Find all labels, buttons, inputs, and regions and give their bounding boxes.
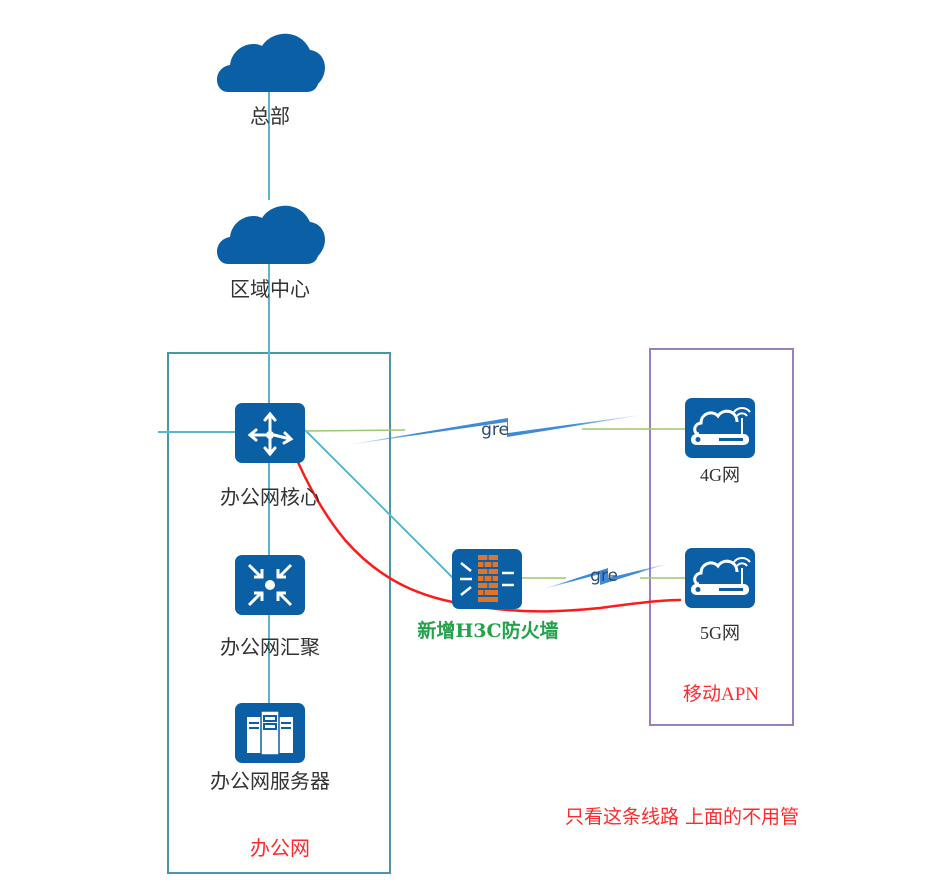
office-network-group-box	[167, 352, 391, 874]
gre-label-bottom: gre	[590, 566, 618, 586]
server-icon[interactable]	[235, 703, 305, 763]
node-label-office-aggregation: 办公网汇聚	[220, 635, 320, 659]
link-core-firewall	[304, 429, 454, 579]
node-label-firewall: 新增H3C防火墙	[417, 620, 559, 642]
group-label-mobile-apn: 移动APN	[682, 684, 760, 705]
node-label-office-core: 办公网核心	[220, 485, 320, 509]
core-router-icon[interactable]	[235, 403, 305, 463]
node-label-headquarters: 总部	[250, 104, 290, 128]
gre-label-top: gre	[481, 420, 509, 440]
aggregation-switch-icon[interactable]	[235, 555, 305, 615]
gre-tunnel-top-bolt	[340, 414, 648, 446]
wireless-router-icon[interactable]	[685, 548, 755, 608]
cloud-icon	[217, 33, 325, 92]
wireless-router-icon[interactable]	[685, 398, 755, 458]
annotation-note: 只看这条线路 上面的不用管	[564, 806, 800, 828]
mobile-apn-group-box	[649, 348, 794, 726]
link-core-4g-start	[304, 429, 406, 432]
node-label-regional-center: 区域中心	[230, 277, 310, 301]
group-label-office-network: 办公网	[250, 836, 310, 860]
node-label-4g: 4G网	[700, 465, 740, 485]
node-label-office-servers: 办公网服务器	[210, 769, 330, 793]
firewall-icon[interactable]	[452, 549, 522, 609]
node-label-5g: 5G网	[700, 623, 740, 643]
cloud-icon	[217, 205, 325, 264]
gre-tunnel-bottom-bolt	[540, 563, 670, 590]
